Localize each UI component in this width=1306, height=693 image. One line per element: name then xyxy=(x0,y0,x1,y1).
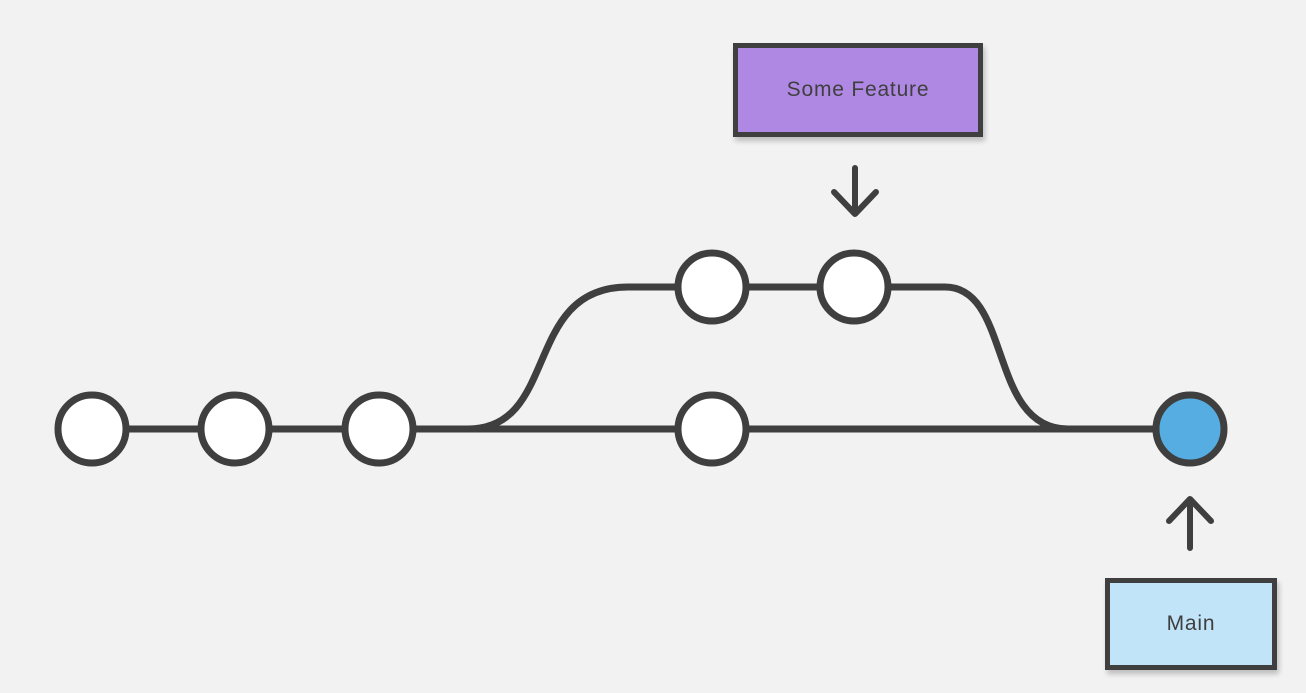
main-commit-node-2 xyxy=(197,391,273,467)
main-commit-node-1 xyxy=(54,391,130,467)
feature-branch-label: Some Feature xyxy=(733,43,983,137)
main-branch-label: Main xyxy=(1105,578,1277,670)
feature-branch-label-text: Some Feature xyxy=(786,78,930,101)
main-branch-label-text: Main xyxy=(1166,612,1216,635)
feature-branch-line xyxy=(467,283,1069,433)
head-commit-node xyxy=(1152,391,1228,467)
down-arrow-icon xyxy=(831,165,879,217)
up-arrow-icon xyxy=(1166,496,1214,551)
feature-commit-node-2 xyxy=(816,249,892,325)
main-commit-node-3 xyxy=(341,391,417,467)
feature-commit-node-1 xyxy=(674,249,750,325)
main-commit-node-4 xyxy=(674,391,750,467)
